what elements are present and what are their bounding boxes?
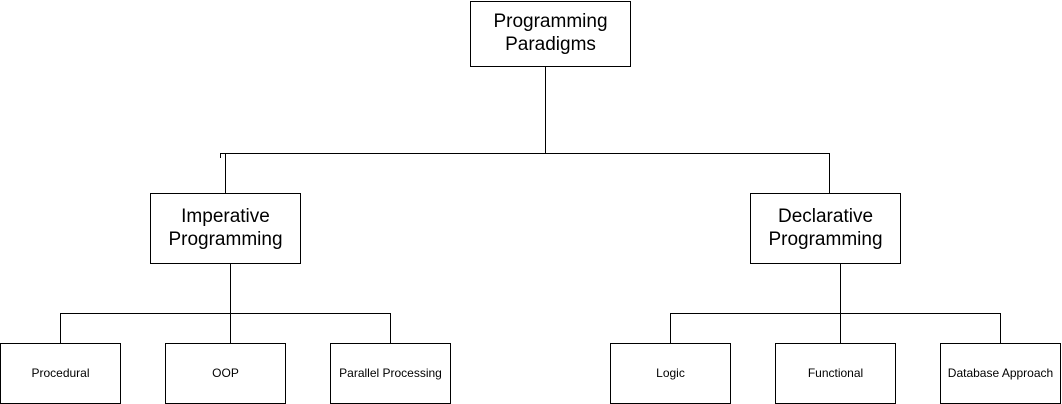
node-database-approach[interactable]: Database Approach	[940, 343, 1061, 404]
node-programming-paradigms[interactable]: Programming Paradigms	[470, 1, 631, 67]
node-imperative-programming[interactable]: Imperative Programming	[150, 193, 301, 264]
node-label: Procedural	[31, 366, 90, 381]
node-parallel-processing[interactable]: Parallel Processing	[330, 343, 451, 404]
node-label: Database Approach	[947, 366, 1054, 381]
node-label: Programming Paradigms	[493, 11, 608, 55]
node-declarative-programming[interactable]: Declarative Programming	[750, 193, 901, 264]
node-label: OOP	[212, 366, 239, 381]
node-functional[interactable]: Functional	[775, 343, 896, 404]
node-procedural[interactable]: Procedural	[0, 343, 121, 404]
node-label: Declarative Programming	[768, 205, 883, 250]
node-label: Parallel Processing	[339, 366, 442, 381]
node-label: Functional	[807, 366, 864, 381]
node-oop[interactable]: OOP	[165, 343, 286, 404]
node-label: Imperative Programming	[168, 205, 283, 250]
node-logic[interactable]: Logic	[610, 343, 731, 404]
node-label: Logic	[656, 366, 685, 381]
